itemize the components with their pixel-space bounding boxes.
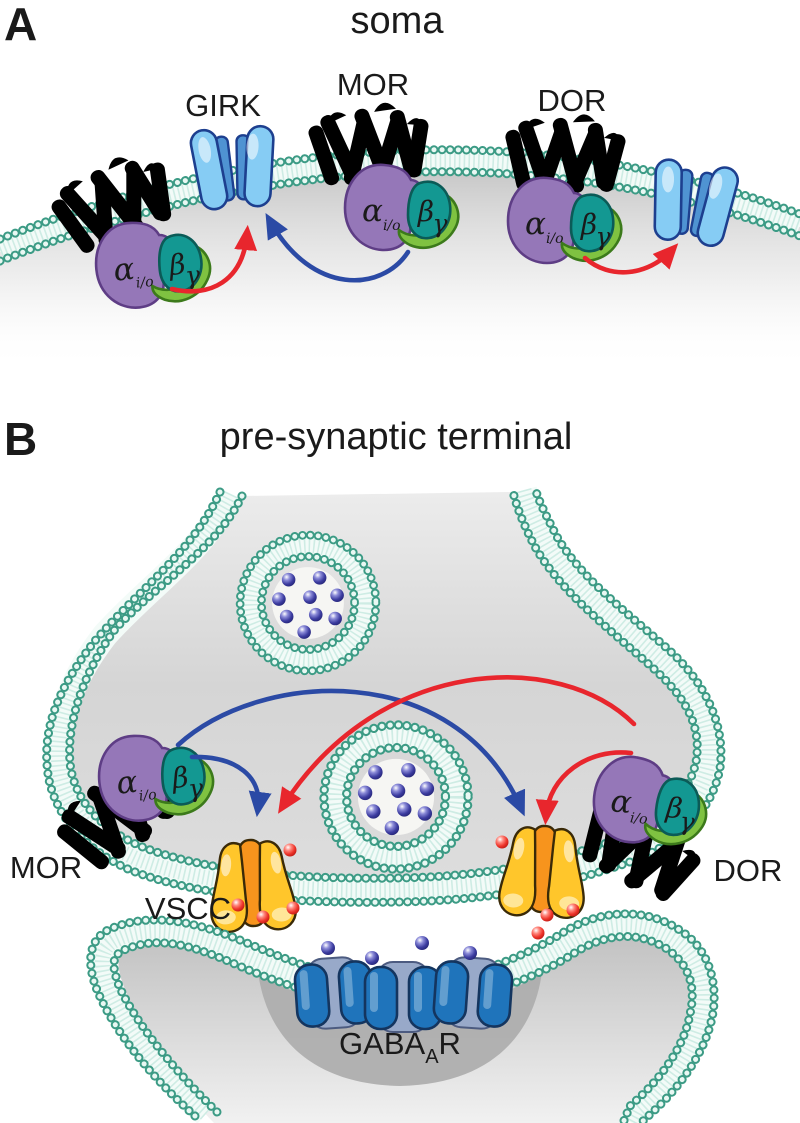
alpha-label: α (112, 251, 137, 289)
svg-text:αi/o: αi/o (112, 249, 155, 294)
synaptic-vesicle-upper (240, 535, 376, 671)
arrow-dor-to-girk (582, 243, 679, 275)
dor-label-b: DOR (714, 853, 783, 888)
calcium-ions (231, 835, 580, 940)
alpha-label: α (362, 193, 383, 229)
arrow-mor-to-girk (265, 212, 411, 283)
arrow-dorleft-to-girk (169, 224, 258, 294)
alpha-sub-label: i/o (135, 274, 154, 292)
svg-text:αi/o: αi/o (115, 762, 158, 807)
alpha-label: α (609, 783, 634, 821)
panel-b-title: pre-synaptic terminal (220, 416, 573, 458)
gaba-a-receptor-2 (363, 960, 443, 1034)
vscc-label: VSCC (145, 891, 231, 926)
gamma-label: γ (678, 806, 696, 836)
gamma-label: γ (184, 260, 202, 290)
gaba-a-receptor-3 (431, 954, 515, 1032)
arrow-mor-to-far-vscc (175, 688, 526, 817)
terminal-membrane (42, 483, 726, 907)
gamma-label: γ (433, 209, 448, 238)
panel-a-title: soma (351, 0, 445, 42)
neurotransmitter-dots (357, 763, 435, 836)
mor-label-a: MOR (337, 67, 409, 102)
panel-b-letter: B (4, 413, 37, 465)
gaba-a-r-label: GABAAR (339, 1026, 461, 1068)
arrow-dor-to-near-vscc (535, 750, 634, 826)
g-protein-soma-dor: αi/o β γ (506, 176, 623, 265)
arrow-dor-to-far-vscc (278, 675, 637, 814)
alpha-sub-label: i/o (546, 231, 564, 247)
panel-a: αi/o β γ αi/o β γ αi/o β γ A soma GIRK M… (0, 0, 800, 370)
mor-label-b: MOR (10, 850, 82, 885)
beta-label: β (170, 761, 191, 796)
svg-text:αi/o: αi/o (362, 193, 401, 234)
svg-text:αi/o: αi/o (608, 783, 651, 828)
panel-a-letter: A (4, 0, 37, 50)
terminal-cytoplasm (69, 492, 698, 879)
alpha-sub-label: i/o (383, 218, 401, 234)
neurotransmitter-dots (272, 570, 344, 639)
panel-b: αi/o β γ αi/o β γ (4, 413, 782, 1123)
gaba-a-receptor-1 (292, 954, 376, 1032)
arrow-mor-to-near-vscc (189, 754, 272, 818)
beta-label: β (417, 195, 434, 228)
gamma-label: γ (187, 773, 205, 803)
dor-label-a: DOR (538, 83, 607, 118)
cleft-transmitter-dots (321, 936, 477, 965)
svg-text:αi/o: αi/o (525, 206, 564, 247)
beta-label: β (664, 791, 685, 826)
alpha-sub-label: i/o (138, 787, 157, 805)
girk-label: GIRK (185, 88, 261, 123)
g-protein-soma-mor: αi/o β γ (343, 163, 460, 252)
alpha-sub-label: i/o (629, 810, 648, 828)
beta-label: β (167, 248, 188, 283)
alpha-label: α (115, 764, 140, 802)
g-protein-terminal-mor: αi/o β γ (93, 726, 218, 826)
beta-label: β (580, 208, 597, 241)
alpha-label: α (525, 206, 546, 242)
synaptic-vesicle-lower (324, 725, 468, 869)
gamma-label: γ (596, 222, 611, 251)
g-protein-soma-left: αi/o β γ (90, 213, 215, 313)
g-protein-terminal-dor: αi/o β γ (588, 752, 713, 852)
